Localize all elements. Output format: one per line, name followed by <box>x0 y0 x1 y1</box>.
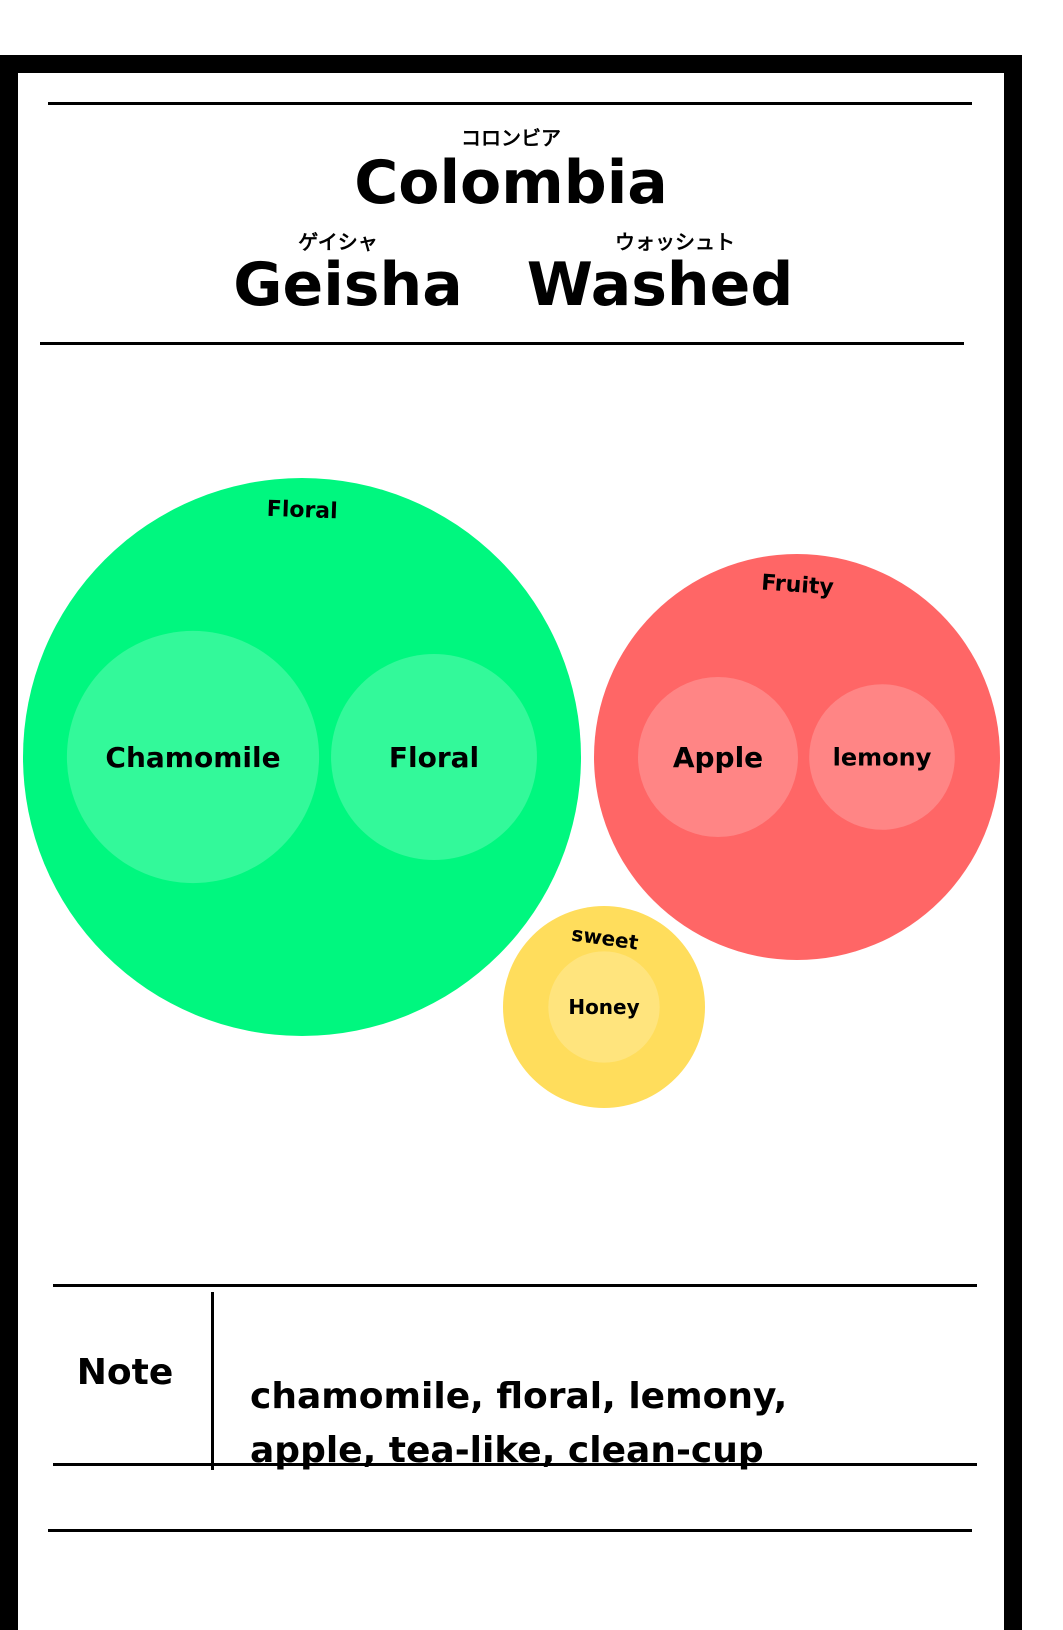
bubble-floral <box>331 654 537 860</box>
divider-header <box>40 342 964 345</box>
note-line-1: chamomile, floral, lemony, <box>250 1376 788 1417</box>
bubble-label: Floral <box>389 741 479 774</box>
bubble-label: Apple <box>673 741 763 774</box>
divider-note-bottom <box>53 1463 977 1466</box>
divider-note-vertical <box>211 1292 214 1470</box>
divider-bottom <box>48 1529 972 1532</box>
note-text: chamomile, floral, lemony, apple, tea-li… <box>250 1370 787 1478</box>
bubble-label: Chamomile <box>105 741 280 774</box>
bubble-group-label: Fruity <box>760 571 834 601</box>
bubble-honey <box>548 951 660 1063</box>
variety-kana: ゲイシャ <box>298 230 378 254</box>
bubble-lemony <box>809 684 955 830</box>
country-title: Colombia <box>354 148 668 218</box>
bubble-label: lemony <box>833 743 932 771</box>
divider-top <box>48 102 972 105</box>
variety-title: Geisha <box>233 250 463 320</box>
process-title: Washed <box>526 250 794 320</box>
bubble-group-label: Floral <box>266 497 338 524</box>
bubble-apple <box>638 677 798 837</box>
process-kana: ウォッシュト <box>615 230 735 254</box>
divider-note-top <box>53 1284 977 1287</box>
bubble-label: Honey <box>568 995 639 1019</box>
country-kana: コロンビア <box>461 126 561 150</box>
bubble-chamomile <box>66 630 320 884</box>
note-label: Note <box>76 1352 174 1393</box>
note-line-2: apple, tea-like, clean-cup <box>250 1430 764 1471</box>
